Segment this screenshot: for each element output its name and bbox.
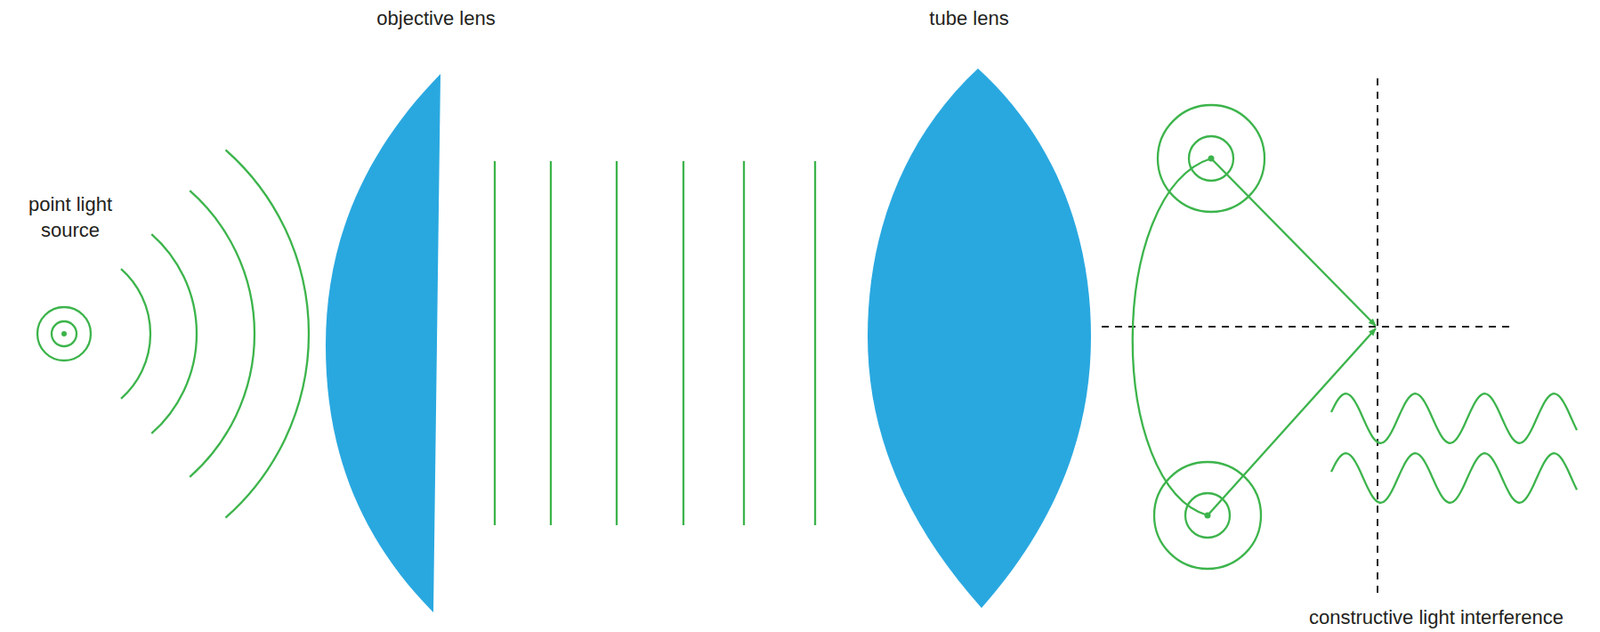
tube-lens (867, 68, 1091, 608)
sine-wave (1331, 452, 1577, 502)
vertical-axis (1376, 78, 1379, 598)
objective-lens (325, 73, 441, 613)
horizontal-axis (1101, 325, 1516, 328)
lens-label: objective lens (376, 5, 495, 32)
wavefront-arc (189, 190, 255, 477)
interference-label: constructive light interference (1309, 604, 1564, 631)
plane-wavefront (814, 161, 817, 526)
image-point-waves (1132, 105, 1376, 569)
plane-wavefront (549, 161, 552, 526)
ray-arrow (1207, 328, 1376, 516)
wavefront-arc (225, 149, 309, 518)
wavefront-arc (151, 234, 197, 434)
point-source-waves (37, 307, 91, 361)
spherical-wavefronts (121, 149, 309, 518)
wavefront-arc (121, 268, 151, 399)
plane-wavefront (743, 161, 745, 526)
ray-arrow (1211, 158, 1376, 326)
sine-wave (1331, 393, 1577, 443)
wave-circle (37, 307, 91, 361)
lens-label: tube lens (929, 5, 1009, 32)
source-label: point light source (3, 191, 138, 243)
plane-wavefronts (494, 161, 816, 526)
plane-wavefront (493, 161, 496, 526)
plane-wavefront (615, 161, 618, 526)
plane-wavefront (682, 161, 685, 526)
optical-axes (1101, 78, 1516, 598)
wavefront-arc (1132, 158, 1212, 516)
point-source-dot (61, 331, 67, 337)
wave-circle (51, 321, 77, 347)
in-phase-waves (1331, 393, 1577, 502)
